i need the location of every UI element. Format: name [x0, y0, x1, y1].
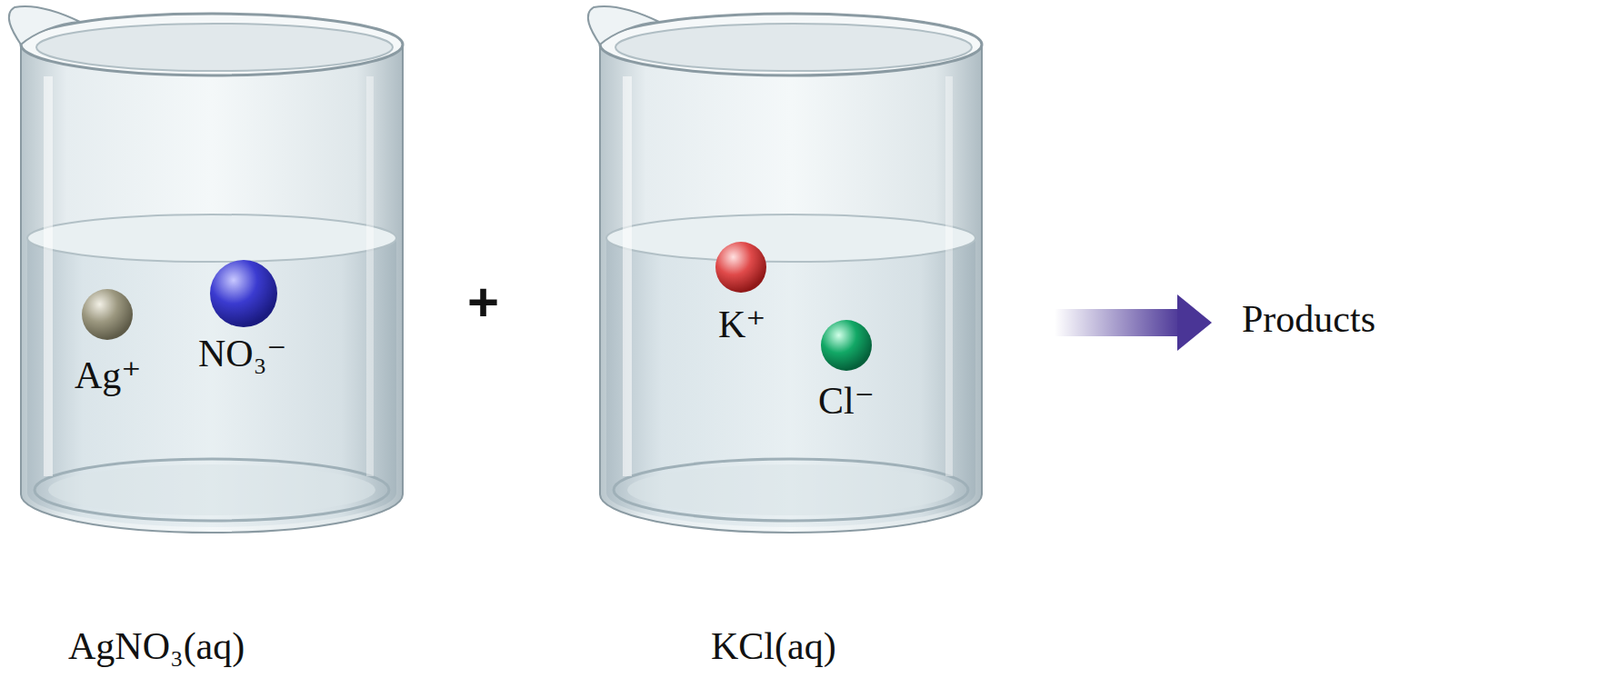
nitrate-ion [210, 260, 278, 328]
ion-label: NO₃⁻ [198, 332, 287, 375]
beaker [588, 6, 982, 533]
cl-ion [820, 320, 872, 371]
arrow-head [1177, 294, 1212, 351]
solution-label: KCl(aq) [710, 625, 837, 668]
solution-label: AgNO₃(aq) [68, 625, 245, 668]
ion-label: Ag⁺ [74, 354, 142, 397]
ion-label: Cl⁻ [818, 380, 875, 422]
ag-ion [81, 289, 133, 340]
plus-sign: + [467, 272, 500, 333]
reaction-arrow [1054, 309, 1182, 337]
beaker [9, 6, 403, 533]
k-ion [715, 241, 767, 293]
ion-label: K⁺ [718, 303, 767, 346]
products-label: Products [1241, 298, 1376, 340]
